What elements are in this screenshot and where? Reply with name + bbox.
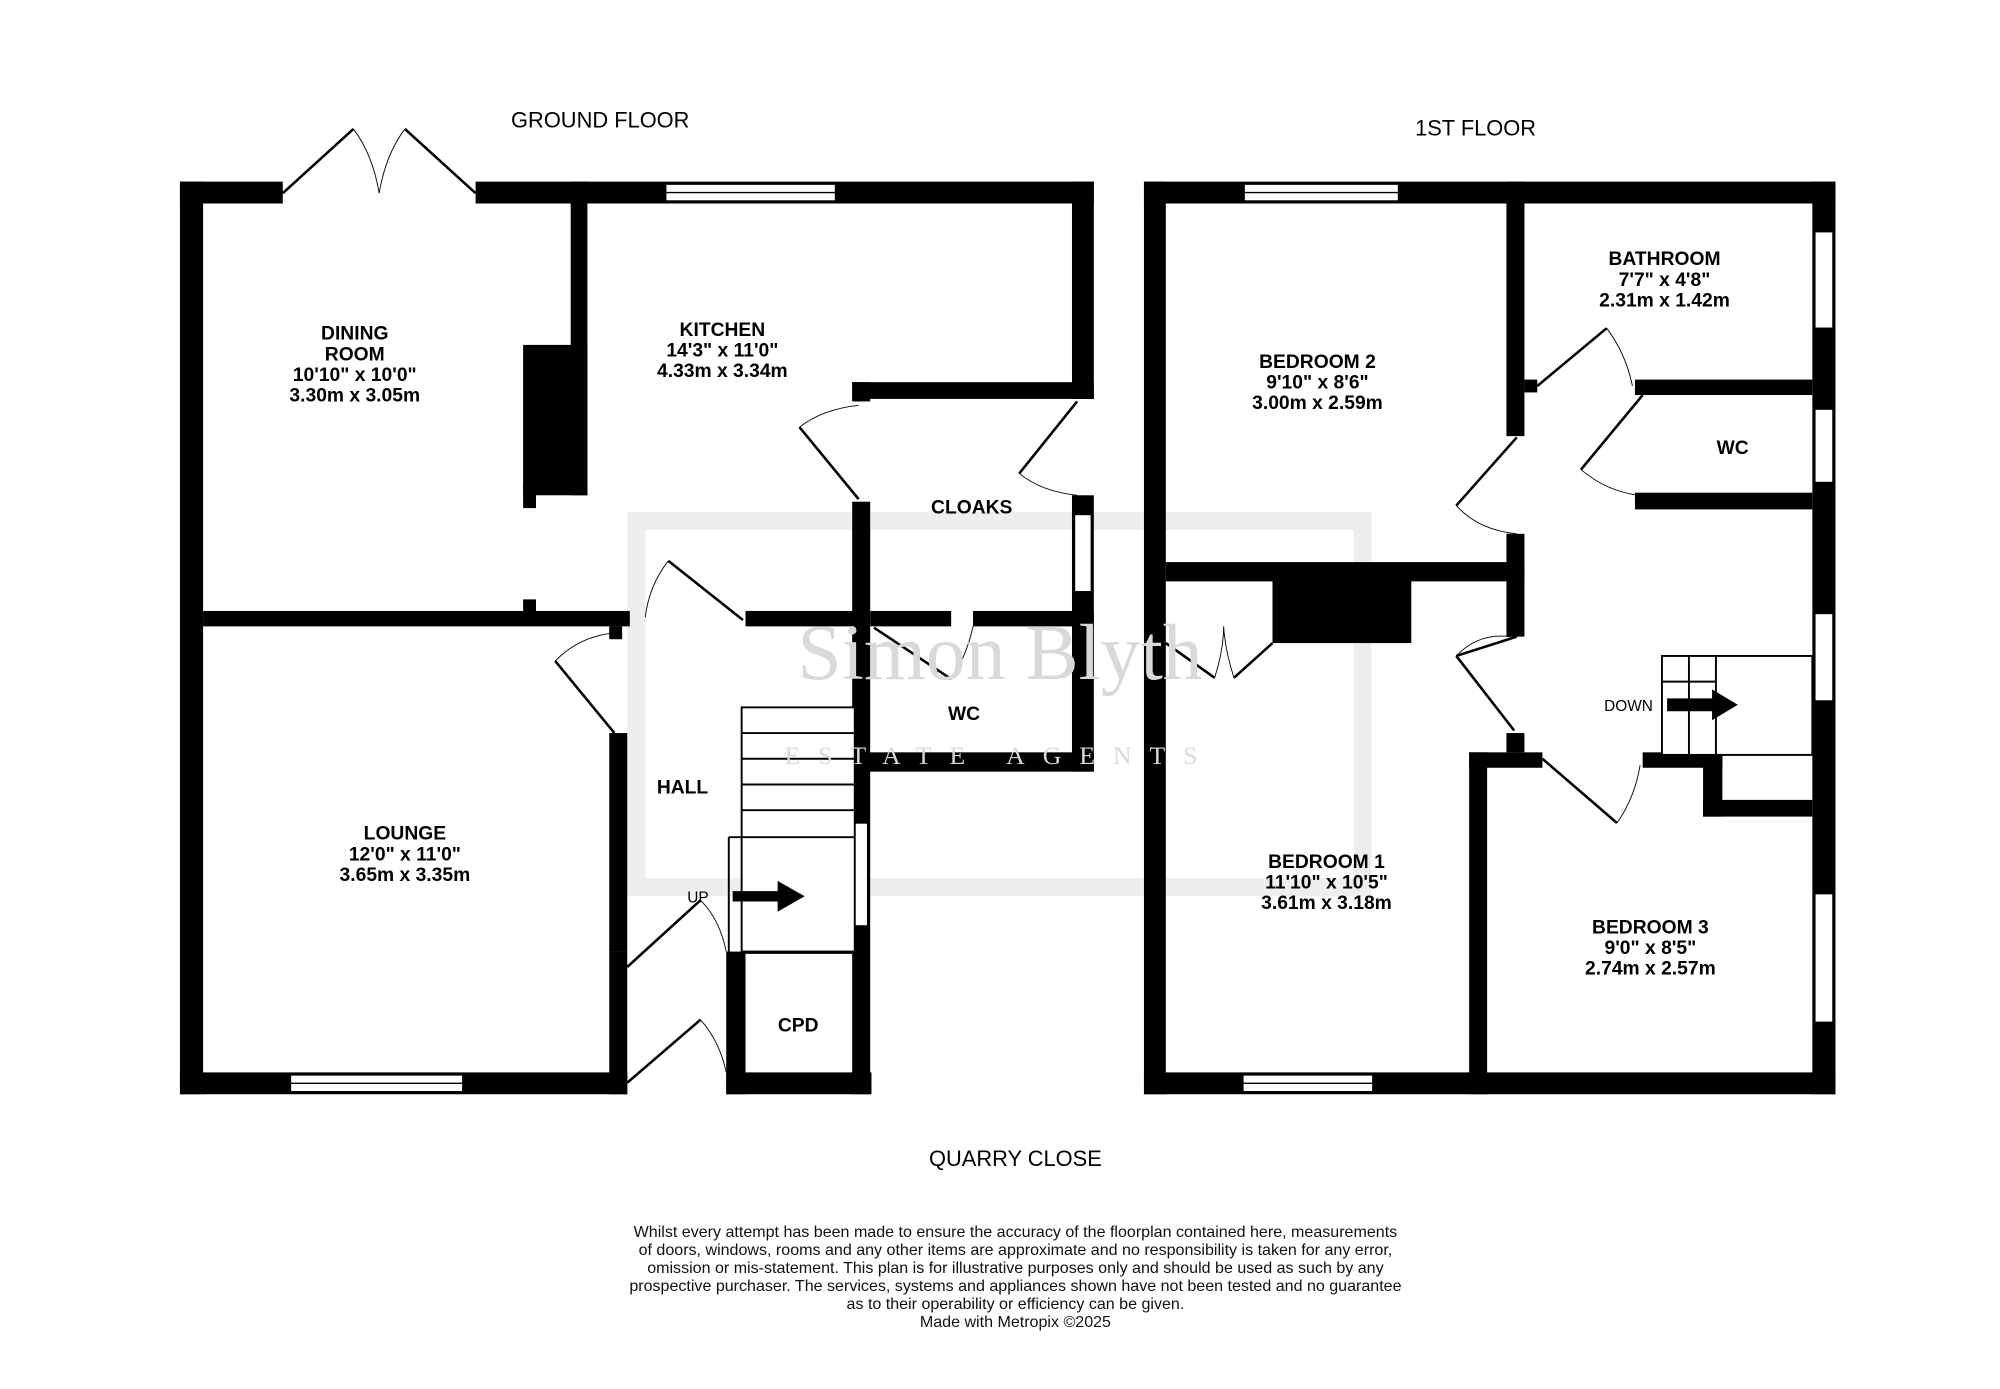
lounge-imperial: 12'0" x 11'0": [349, 844, 461, 865]
bedroom2-imperial: 9'10" x 8'6": [1266, 373, 1368, 394]
bedroom1-imperial: 11'10" x 10'5": [1265, 873, 1388, 894]
bathroom-name: BATHROOM: [1609, 249, 1721, 270]
first-wc-name: WC: [1717, 438, 1749, 459]
ground-floor-walls: [179, 181, 1094, 1095]
bedroom3-name: BEDROOM 3: [1592, 918, 1709, 939]
credit: Made with Metropix ©2025: [920, 1313, 1111, 1331]
watermark-name: Simon Blyth: [797, 609, 1202, 697]
dining-room-metric: 3.30m x 3.05m: [289, 385, 420, 406]
first-floor-title: 1ST FLOOR: [1415, 115, 1536, 140]
disclaimer: Whilst every attempt has been made to en…: [629, 1223, 1401, 1331]
kitchen-imperial: 14'3" x 11'0": [666, 340, 778, 361]
disclaimer-line: of doors, windows, rooms and any other i…: [639, 1241, 1393, 1259]
watermark: Simon Blyth ESTATE AGENTS: [785, 609, 1216, 770]
first-floor-walls: [1143, 181, 1836, 1095]
stairs-down-label: DOWN: [1604, 698, 1653, 715]
street-name: QUARRY CLOSE: [929, 1146, 1102, 1171]
bedroom2-metric: 3.00m x 2.59m: [1252, 393, 1383, 414]
cloaks-name: CLOAKS: [931, 497, 1012, 518]
lounge-metric: 3.65m x 3.35m: [340, 865, 471, 886]
bedroom1-name: BEDROOM 1: [1268, 852, 1385, 873]
disclaimer-line: Whilst every attempt has been made to en…: [634, 1223, 1398, 1241]
first-stairs: [1660, 654, 1814, 756]
hall-name: HALL: [657, 777, 709, 798]
watermark-frame: [627, 511, 1372, 897]
dining-room-imperial: 10'10" x 10'0": [293, 365, 417, 386]
disclaimer-line: omission or mis-statement. This plan is …: [647, 1259, 1383, 1277]
bedroom3-imperial: 9'0" x 8'5": [1605, 938, 1697, 959]
ground-floor-title: GROUND FLOOR: [511, 108, 689, 133]
bedroom2-name: BEDROOM 2: [1259, 352, 1376, 373]
bathroom-imperial: 7'7" x 4'8": [1619, 270, 1711, 291]
lounge-name: LOUNGE: [364, 824, 447, 845]
disclaimer-line: prospective purchaser. The services, sys…: [629, 1277, 1401, 1295]
disclaimer-line: as to their operability or efficiency ca…: [847, 1295, 1185, 1313]
ground-floor-doors: [281, 127, 1079, 1084]
ground-wc-name: WC: [948, 704, 980, 725]
bathroom-metric: 2.31m x 1.42m: [1599, 290, 1730, 311]
first-floor-doors: [1165, 327, 1644, 825]
stairs-down-arrow-icon: [1667, 689, 1738, 721]
cpd-name: CPD: [778, 1015, 819, 1036]
watermark-tagline: ESTATE AGENTS: [785, 741, 1216, 770]
kitchen-metric: 4.33m x 3.34m: [657, 361, 788, 382]
dining-room-name-2: ROOM: [325, 344, 385, 365]
bedroom1-metric: 3.61m x 3.18m: [1261, 893, 1392, 914]
bedroom3-metric: 2.74m x 2.57m: [1585, 959, 1716, 980]
stairs-up-arrow-icon: [732, 880, 805, 912]
stairs-up-label: UP: [687, 890, 708, 907]
kitchen-name: KITCHEN: [680, 320, 766, 341]
ground-stairs: [727, 706, 856, 953]
dining-room-name: DINING: [321, 324, 388, 345]
